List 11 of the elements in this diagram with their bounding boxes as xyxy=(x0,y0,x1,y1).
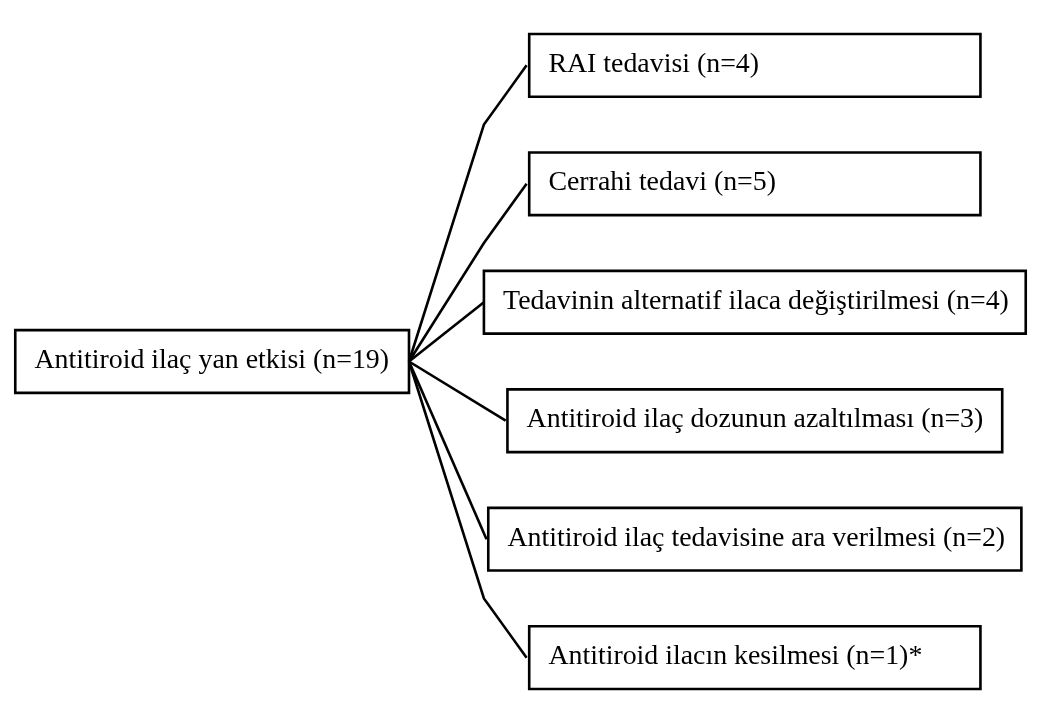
node-box: Antitiroid ilaç yan etkisi (n=19) xyxy=(13,328,411,394)
connector xyxy=(407,64,528,362)
node-box: Antitiroid ilaç tedavisine ara verilmesi (n=2) xyxy=(486,506,1023,572)
connector xyxy=(408,359,507,422)
node-box: RAI tedavisi (n=4) xyxy=(527,32,982,98)
connector xyxy=(407,360,528,658)
node-box: Cerrahi tedavi (n=5) xyxy=(527,150,982,216)
node-box: Antitiroid ilaç dozunun azaltılması (n=3) xyxy=(506,387,1004,453)
node-box: Tedavinin alternatif ilaca değiştirilmesi (n=4) xyxy=(482,269,1028,335)
node-box: Antitiroid ilacın kesilmesi (n=1)* xyxy=(527,624,982,690)
connector xyxy=(408,300,485,363)
